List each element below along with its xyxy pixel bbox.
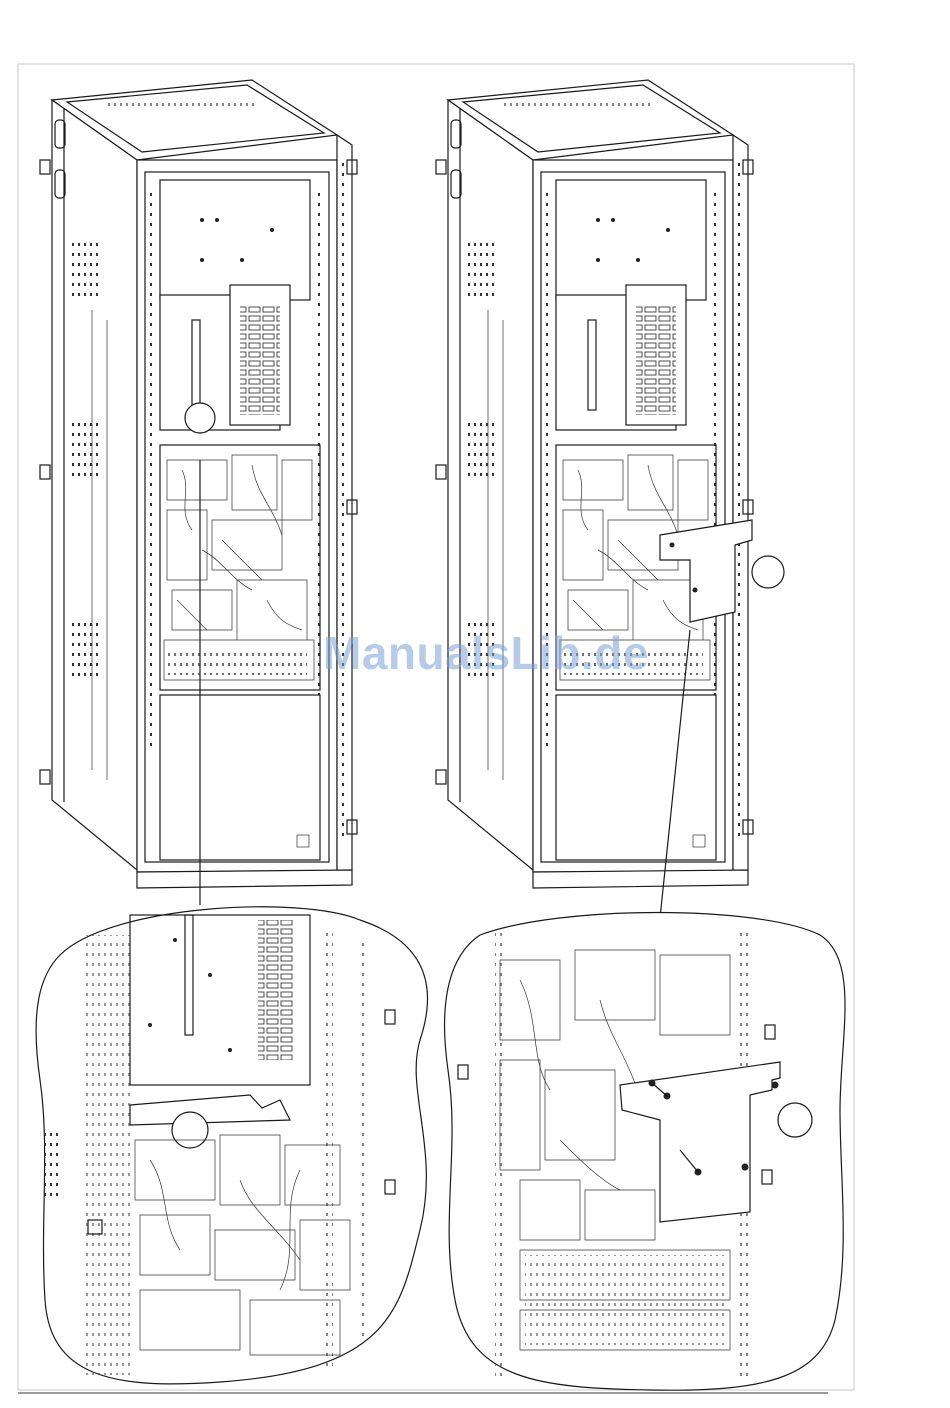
callout-circle-2: [752, 556, 784, 588]
cabinet-left: [40, 80, 357, 888]
callout-circle-1: [185, 403, 215, 433]
detail-view-right: [445, 913, 845, 1391]
cabinet-right: [436, 80, 753, 888]
callout-circle-4: [778, 1103, 812, 1137]
detail-view-left: [36, 907, 427, 1384]
watermark-text: ManualsLib.de: [296, 626, 676, 680]
callout-circle-3: [172, 1112, 208, 1148]
